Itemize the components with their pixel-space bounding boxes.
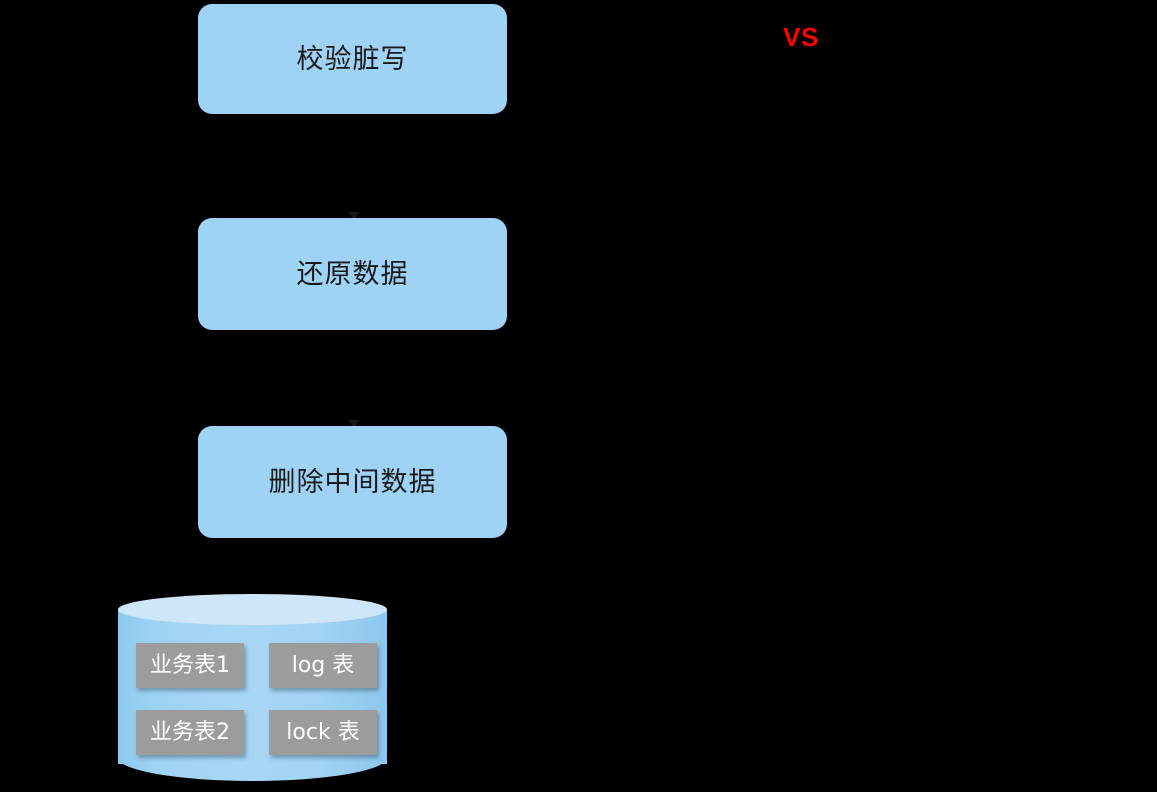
table-chip-log-table[interactable]: log 表 [269, 643, 377, 688]
table-chip-lock-table[interactable]: lock 表 [269, 710, 377, 755]
table-chip-business-table-2[interactable]: 业务表2 [136, 710, 244, 755]
table-chip-business-table-1[interactable]: 业务表1 [136, 643, 244, 688]
versus-label: VS [783, 22, 819, 52]
table-chip-label: 业务表2 [150, 719, 230, 745]
process-box-label: 删除中间数据 [268, 466, 437, 498]
table-chip-label: log 表 [291, 652, 355, 678]
database-cylinder: 业务表1 log 表 业务表2 lock 表 [118, 594, 387, 781]
table-chip-label: lock 表 [286, 719, 360, 745]
process-box-label: 校验脏写 [296, 43, 409, 75]
process-box-restore-data[interactable]: 还原数据 [198, 218, 507, 330]
process-box-delete-intermediate-data[interactable]: 删除中间数据 [198, 426, 507, 538]
process-box-verify-dirty-write[interactable]: 校验脏写 [198, 4, 507, 114]
cylinder-top-ellipse [118, 594, 387, 625]
table-chip-label: 业务表1 [150, 652, 230, 678]
process-box-label: 还原数据 [296, 258, 409, 290]
